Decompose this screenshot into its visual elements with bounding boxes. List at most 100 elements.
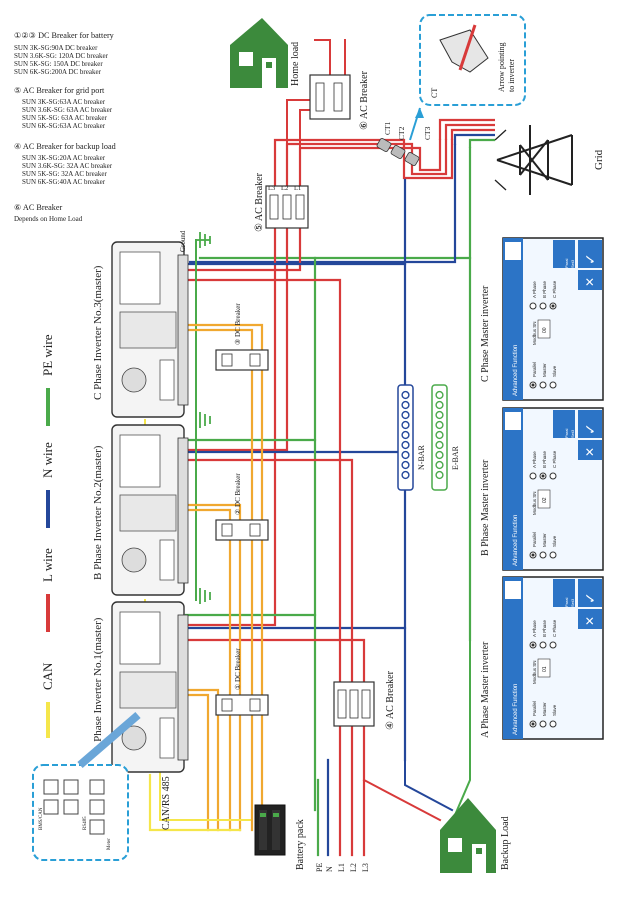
screen-b-header: Advanced Function <box>513 515 519 566</box>
screen-a-caption: A Phase Master inverter <box>480 641 491 738</box>
legend-can: CAN <box>40 662 55 738</box>
dc-breaker-line: SUN 3.6K-SG: 120A DC breaker <box>14 52 109 60</box>
screen-c-modbus-value: 00 <box>542 327 548 333</box>
port-bms-label: BMS/CAN <box>39 807 44 830</box>
screen-c-caption: C Phase Master inverter <box>480 285 491 382</box>
ground-label: Ground <box>179 230 187 252</box>
ct-callout <box>409 14 526 141</box>
ct1-label: CT1 <box>383 121 392 135</box>
inverter-c-label: C Phase Inverter No.3(master) <box>92 265 104 400</box>
screen-a-modbus-value: 01 <box>542 666 548 672</box>
l3-bottom-label: L3 <box>361 863 370 872</box>
screen-c: ✓ Advanced Function Parallel Master Slav… <box>502 237 604 401</box>
screen-b-side-2: Set3 <box>570 429 575 438</box>
arrow-note-2: to inverter <box>507 59 516 92</box>
backup-ac-line: SUN 3K-SG:20A AC breaker <box>22 154 106 162</box>
backup-ac-line: SUN 3.6K-SG: 32A AC breaker <box>22 162 113 170</box>
legend-n-label: N wire <box>40 442 55 478</box>
n-bar-label: N-BAR <box>417 444 426 470</box>
screen-a-opt-master: Master <box>542 702 547 716</box>
dc-breaker-title: ①②③ DC Breaker for battery <box>14 31 115 40</box>
inverter-c <box>111 241 189 418</box>
legend-can-label: CAN <box>40 662 55 690</box>
screen-b-modbus: Modbus SN <box>532 491 537 515</box>
screen-a-phase-b: B Phase <box>542 619 547 637</box>
legend-pe-label: PE wire <box>40 334 55 376</box>
backup-ac-title: ④ AC Breaker for backup load <box>14 142 116 151</box>
screen-b-close-icon: ✕ <box>583 447 597 457</box>
legend-l-label: L wire <box>40 548 55 582</box>
screen-b: Advanced Function Parallel Master Slave … <box>502 407 604 571</box>
screen-c-check-icon: ✓ <box>582 253 598 265</box>
screen-c-phase-c: C Phase <box>552 280 557 298</box>
screen-a-modbus: Modbus SN <box>532 660 537 684</box>
dc-breaker-line: SUN 6K-SG:200A DC breaker <box>14 68 102 76</box>
screen-a-check-icon: ✓ <box>582 592 598 604</box>
ct-label: CT <box>430 88 439 98</box>
screen-b-modbus-value: 02 <box>542 497 548 503</box>
screen-b-opt-master: Master <box>542 533 547 547</box>
wires <box>144 39 472 857</box>
screen-c-header: Advanced Function <box>513 345 519 396</box>
ac-breaker-4-label: ④ AC Breaker <box>385 670 396 730</box>
screen-c-opt-slave: Slave <box>552 365 557 377</box>
bottom-conductor-labels: PE N L1 L2 L3 <box>315 863 370 872</box>
screen-a-phase-a: A Phase <box>532 620 537 637</box>
dc-breaker-1 <box>215 694 269 716</box>
home-load-house-icon <box>230 18 288 88</box>
port-rs485-label: RS485 <box>83 816 88 830</box>
screen-a-side-1: Paral <box>564 598 569 607</box>
screen-a-phase-c: C Phase <box>552 619 557 637</box>
screen-c-phase-a: A Phase <box>532 281 537 298</box>
l2-label: L2 <box>281 185 288 192</box>
backup-ac-line: SUN 6K-SG:40A AC breaker <box>22 178 106 186</box>
n-bar <box>397 384 414 491</box>
battery-pack-label: Battery pack <box>295 819 306 870</box>
screen-a: Advanced Function Parallel Master Slave … <box>502 576 604 740</box>
can-rs485-label: CAN/RS 485 <box>161 776 172 830</box>
legend-l-wire: L wire <box>40 548 55 632</box>
home-ac-line: Depends on Home Load <box>14 215 83 223</box>
grid-ac-line: SUN 6K-SG:63A AC breaker <box>22 122 106 130</box>
l1-label: L1 <box>294 185 301 192</box>
grid-tower-icon <box>494 125 573 195</box>
ct-clamps <box>376 138 420 166</box>
inverter-a <box>111 601 189 773</box>
e-bar <box>431 384 448 491</box>
screen-check: ✓ <box>504 247 514 255</box>
ac-breaker-5-label: ⑤ AC Breaker <box>254 172 265 232</box>
dc-breaker-3-label: ③ DC Breaker <box>234 303 242 345</box>
home-ac-notes: ⑥ AC Breaker Depends on Home Load <box>14 203 83 223</box>
grid-label: Grid <box>593 149 605 170</box>
dc-breaker-line: SUN 5K-SG: 150A DC breaker <box>14 60 103 68</box>
dc-breaker-1-label: ① DC Breaker <box>234 648 242 690</box>
dc-breaker-2 <box>215 519 269 541</box>
grid-ac-line: SUN 5K-SG: 63A AC breaker <box>22 114 107 122</box>
grid-ac-notes: ⑤ AC Breaker for grid port SUN 3K-SG:63A… <box>14 86 113 130</box>
inverter-b <box>111 424 189 596</box>
backup-ac-line: SUN 5K-SG: 32A AC breaker <box>22 170 107 178</box>
dc-breaker-line: SUN 3K-SG:90A DC breaker <box>14 44 98 52</box>
e-bar-label: E-BAR <box>451 445 460 470</box>
battery-pack-icon <box>254 804 286 856</box>
grid-ac-line: SUN 3K-SG:63A AC breaker <box>22 98 106 106</box>
screen-c-close-icon: ✕ <box>583 277 597 287</box>
screen-c-opt-parallel: Parallel <box>532 362 537 377</box>
screen-b-opt-slave: Slave <box>552 535 557 547</box>
backup-load-label: Backup Load <box>500 816 511 870</box>
screen-b-opt-parallel: Parallel <box>532 532 537 547</box>
screen-b-phase-c: C Phase <box>552 450 557 468</box>
grid-lines <box>438 118 495 148</box>
dc-breaker-3 <box>215 349 269 371</box>
ac-breaker-6-label: ⑥ AC Breaker <box>359 70 370 130</box>
screen-b-side-1: Paral <box>564 429 569 438</box>
n-label: N <box>325 866 334 872</box>
ct2-label: CT2 <box>397 126 406 140</box>
screen-b-check-icon: ✓ <box>582 423 598 435</box>
screen-c-opt-master: Master <box>542 363 547 377</box>
port-meter-label: Meter <box>107 838 112 850</box>
legend-n-wire: N wire <box>40 442 55 528</box>
dc-breaker-2-label: ② DC Breaker <box>234 473 242 515</box>
l3-label: L3 <box>268 185 275 192</box>
inverter-b-label: B Phase Inverter No.2(master) <box>92 445 104 580</box>
